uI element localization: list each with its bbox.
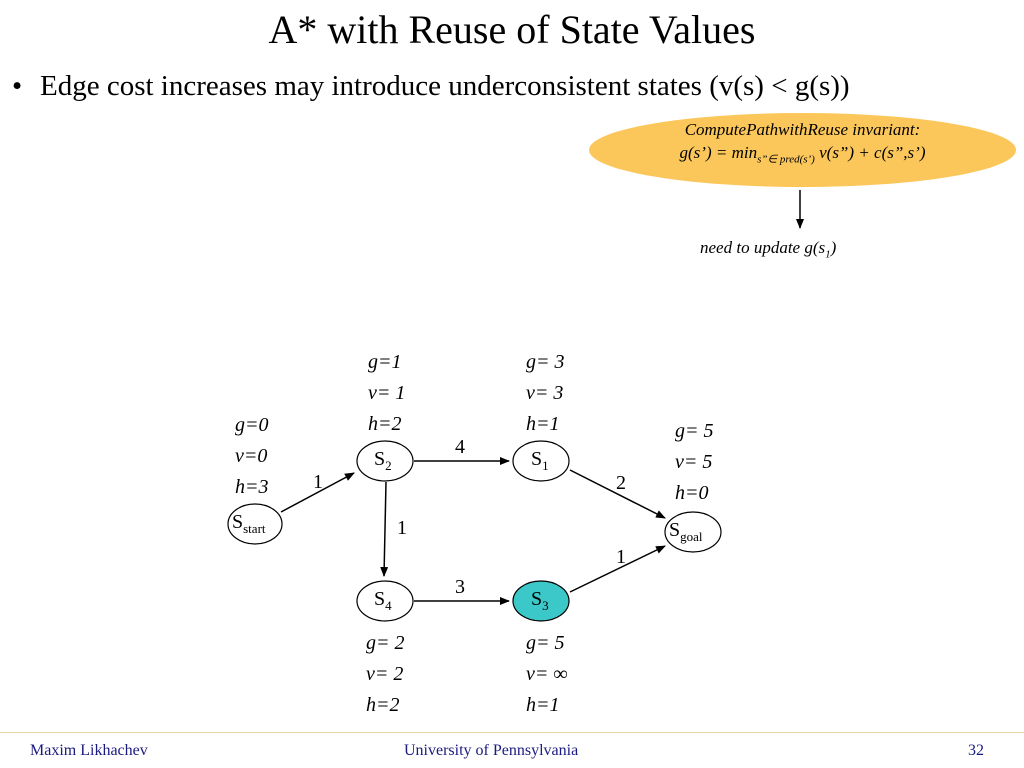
invariant-title: ComputePathwithReuse invariant: <box>684 120 921 139</box>
invariant-formula: g(s’) = mins”∈ pred(s’) v(s”) + c(s”,s’) <box>679 143 926 166</box>
edge-cost-s3-goal: 1 <box>616 546 626 568</box>
node-goal-values: g= 5 v= 5 h=0 <box>675 420 714 504</box>
bullet-point: • Edge cost increases may introduce under… <box>12 70 850 103</box>
edge-start-s2 <box>280 472 355 513</box>
node-s2-values: g=1 v= 1 h=2 <box>368 351 406 435</box>
bullet-text: Edge cost increases may introduce underc… <box>40 70 850 102</box>
node-start <box>227 503 283 545</box>
node-s2 <box>356 440 414 482</box>
node-s3-values: g= 5 v= ∞ h=1 <box>526 632 568 716</box>
footer-page-number: 32 <box>968 742 984 759</box>
node-s1 <box>512 440 570 482</box>
update-note: need to update g(s1) <box>700 238 837 261</box>
node-s4-values: g= 2 v= 2 h=2 <box>366 632 405 716</box>
footer-institution: University of Pennsylvania <box>404 742 579 759</box>
node-start-values: g=0 v=0 h=3 <box>235 414 269 498</box>
edge-s1-goal <box>569 469 666 519</box>
invariant-callout <box>589 113 1016 187</box>
node-goal <box>664 511 722 553</box>
edge-cost-s2-s4: 1 <box>397 517 407 539</box>
edge-cost-start-s2: 1 <box>313 471 323 493</box>
node-s3 <box>512 580 570 622</box>
invariant-text: ComputePathwithReuse invariant: g(s’) = … <box>589 118 1016 171</box>
slide-title: A* with Reuse of State Values <box>268 7 756 52</box>
edge-cost-s1-goal: 2 <box>616 472 626 494</box>
edge-s2-s4 <box>380 481 389 577</box>
node-s4-name: S4 <box>374 588 392 613</box>
bullet-icon: • <box>12 70 23 102</box>
edge-s3-goal <box>569 545 666 593</box>
node-s1-values: g= 3 v= 3 h=1 <box>526 351 565 435</box>
node-s2-name: S2 <box>374 448 392 473</box>
edge-cost-s2-s1: 4 <box>455 436 465 458</box>
footer-divider <box>0 732 1024 733</box>
node-s3-name: S3 <box>531 588 549 613</box>
node-s4 <box>356 580 414 622</box>
node-s1-name: S1 <box>531 448 549 473</box>
node-start-name: Sstart <box>232 511 266 536</box>
footer-author: Maxim Likhachev <box>30 742 148 759</box>
edge-cost-s4-s3: 3 <box>455 576 465 598</box>
node-goal-name: Sgoal <box>669 519 703 544</box>
